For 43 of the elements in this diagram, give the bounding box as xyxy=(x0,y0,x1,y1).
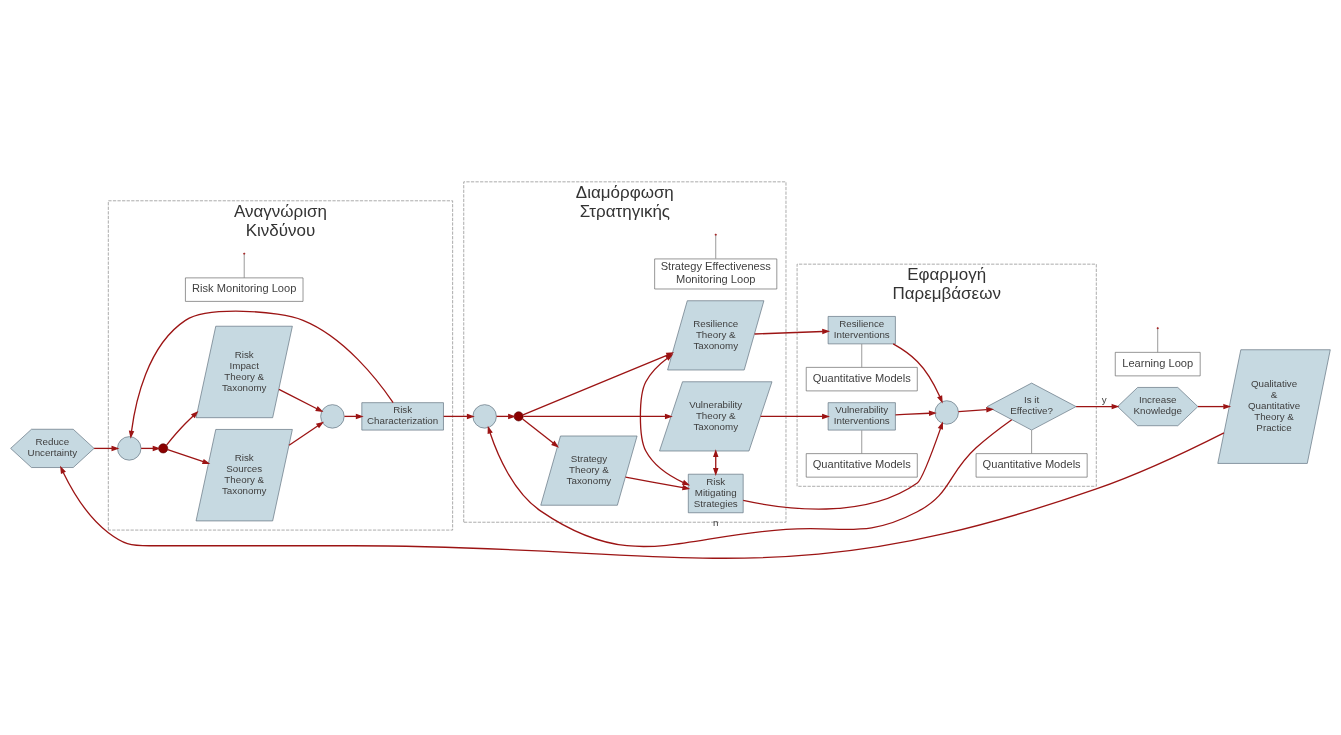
node-box: Quantitative Models xyxy=(805,367,918,392)
arrow xyxy=(521,418,560,448)
arrow xyxy=(894,410,937,416)
node-circle xyxy=(117,436,142,461)
node-dot xyxy=(513,411,524,422)
node-circle xyxy=(320,404,345,429)
node-circle xyxy=(934,400,959,425)
arrow xyxy=(443,413,475,420)
node-box: Risk Monitoring Loop xyxy=(185,277,304,302)
node-box: Risk Characterization xyxy=(361,402,444,431)
node-dot xyxy=(158,443,169,454)
arrow xyxy=(60,432,1225,559)
arrow xyxy=(487,419,1013,548)
connector xyxy=(861,343,863,368)
arrow xyxy=(165,410,199,446)
arrow xyxy=(128,310,394,439)
arrow xyxy=(93,445,120,452)
edge-label: y xyxy=(1101,394,1107,406)
node-box: Vulnerability Interventions xyxy=(827,402,896,431)
node-box: Learning Loop xyxy=(1114,352,1201,377)
connector xyxy=(243,254,245,279)
arrow xyxy=(753,328,831,335)
connector xyxy=(1031,429,1032,454)
node-box: Quantitative Models xyxy=(975,453,1088,478)
arrow xyxy=(278,388,324,413)
arrow xyxy=(759,413,830,420)
arrow xyxy=(624,476,691,491)
node-box: Quantitative Models xyxy=(805,453,918,478)
node-box: Strategy Effectiveness Monitoring Loop xyxy=(654,258,778,290)
arrow xyxy=(1197,403,1232,410)
node-box: Resilience Interventions xyxy=(827,316,896,345)
arrow xyxy=(288,421,324,446)
node-box: Risk Mitigating Strategies xyxy=(687,473,744,514)
arrow xyxy=(1075,403,1120,410)
connector xyxy=(1157,328,1159,353)
arrow xyxy=(742,421,943,510)
arrow xyxy=(167,449,211,465)
connector xyxy=(715,235,717,260)
node-circle xyxy=(472,404,497,429)
arrow xyxy=(957,407,995,413)
arrow xyxy=(892,343,943,404)
connector xyxy=(861,429,863,454)
arrow xyxy=(522,413,673,420)
